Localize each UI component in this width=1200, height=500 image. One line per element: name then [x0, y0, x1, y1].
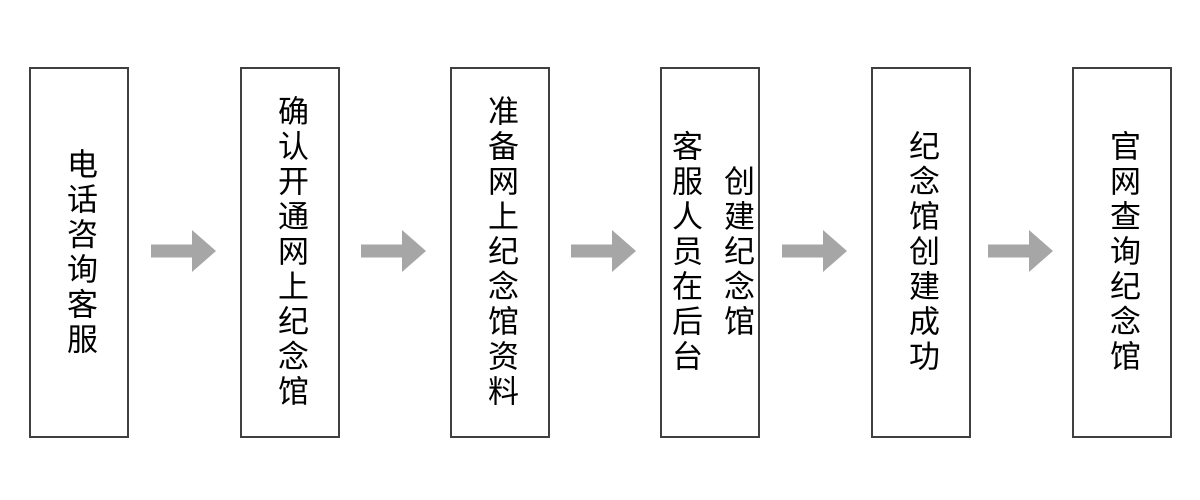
- flow-step-box-3: 准备网上纪念馆资料: [450, 67, 550, 438]
- arrow-right-shape: [782, 230, 847, 272]
- flow-step-label-4: 客服人员在后台 创建纪念馆: [667, 130, 754, 375]
- flow-step-label-1: 电话咨询客服: [62, 147, 97, 358]
- arrow-right-shape: [151, 230, 216, 272]
- arrow-right-shape: [571, 230, 636, 272]
- arrow-right-icon: [571, 230, 636, 272]
- arrow-right-icon: [988, 230, 1053, 272]
- flow-arrow-2: [361, 229, 427, 273]
- flow-step-label-2: 确认开通网上纪念馆: [273, 95, 308, 410]
- flow-step-label-6: 官网查询纪念馆: [1105, 130, 1140, 375]
- flow-step-label-5: 纪念馆创建成功: [904, 130, 939, 375]
- flow-step-box-4: 客服人员在后台 创建纪念馆: [660, 67, 760, 438]
- arrow-right-icon: [361, 230, 426, 272]
- arrow-right-icon: [151, 230, 216, 272]
- arrow-right-icon: [782, 230, 847, 272]
- flow-arrow-5: [988, 229, 1054, 273]
- flow-step-box-1: 电话咨询客服: [29, 67, 129, 438]
- flow-step-box-6: 官网查询纪念馆: [1072, 67, 1172, 438]
- flow-step-box-2: 确认开通网上纪念馆: [240, 67, 340, 438]
- flow-arrow-3: [571, 229, 637, 273]
- flow-arrow-4: [782, 229, 848, 273]
- flow-step-label-3: 准备网上纪念馆资料: [483, 95, 518, 410]
- flow-step-box-5: 纪念馆创建成功: [871, 67, 971, 438]
- flow-arrow-1: [151, 229, 217, 273]
- arrow-right-shape: [361, 230, 426, 272]
- arrow-right-shape: [988, 230, 1053, 272]
